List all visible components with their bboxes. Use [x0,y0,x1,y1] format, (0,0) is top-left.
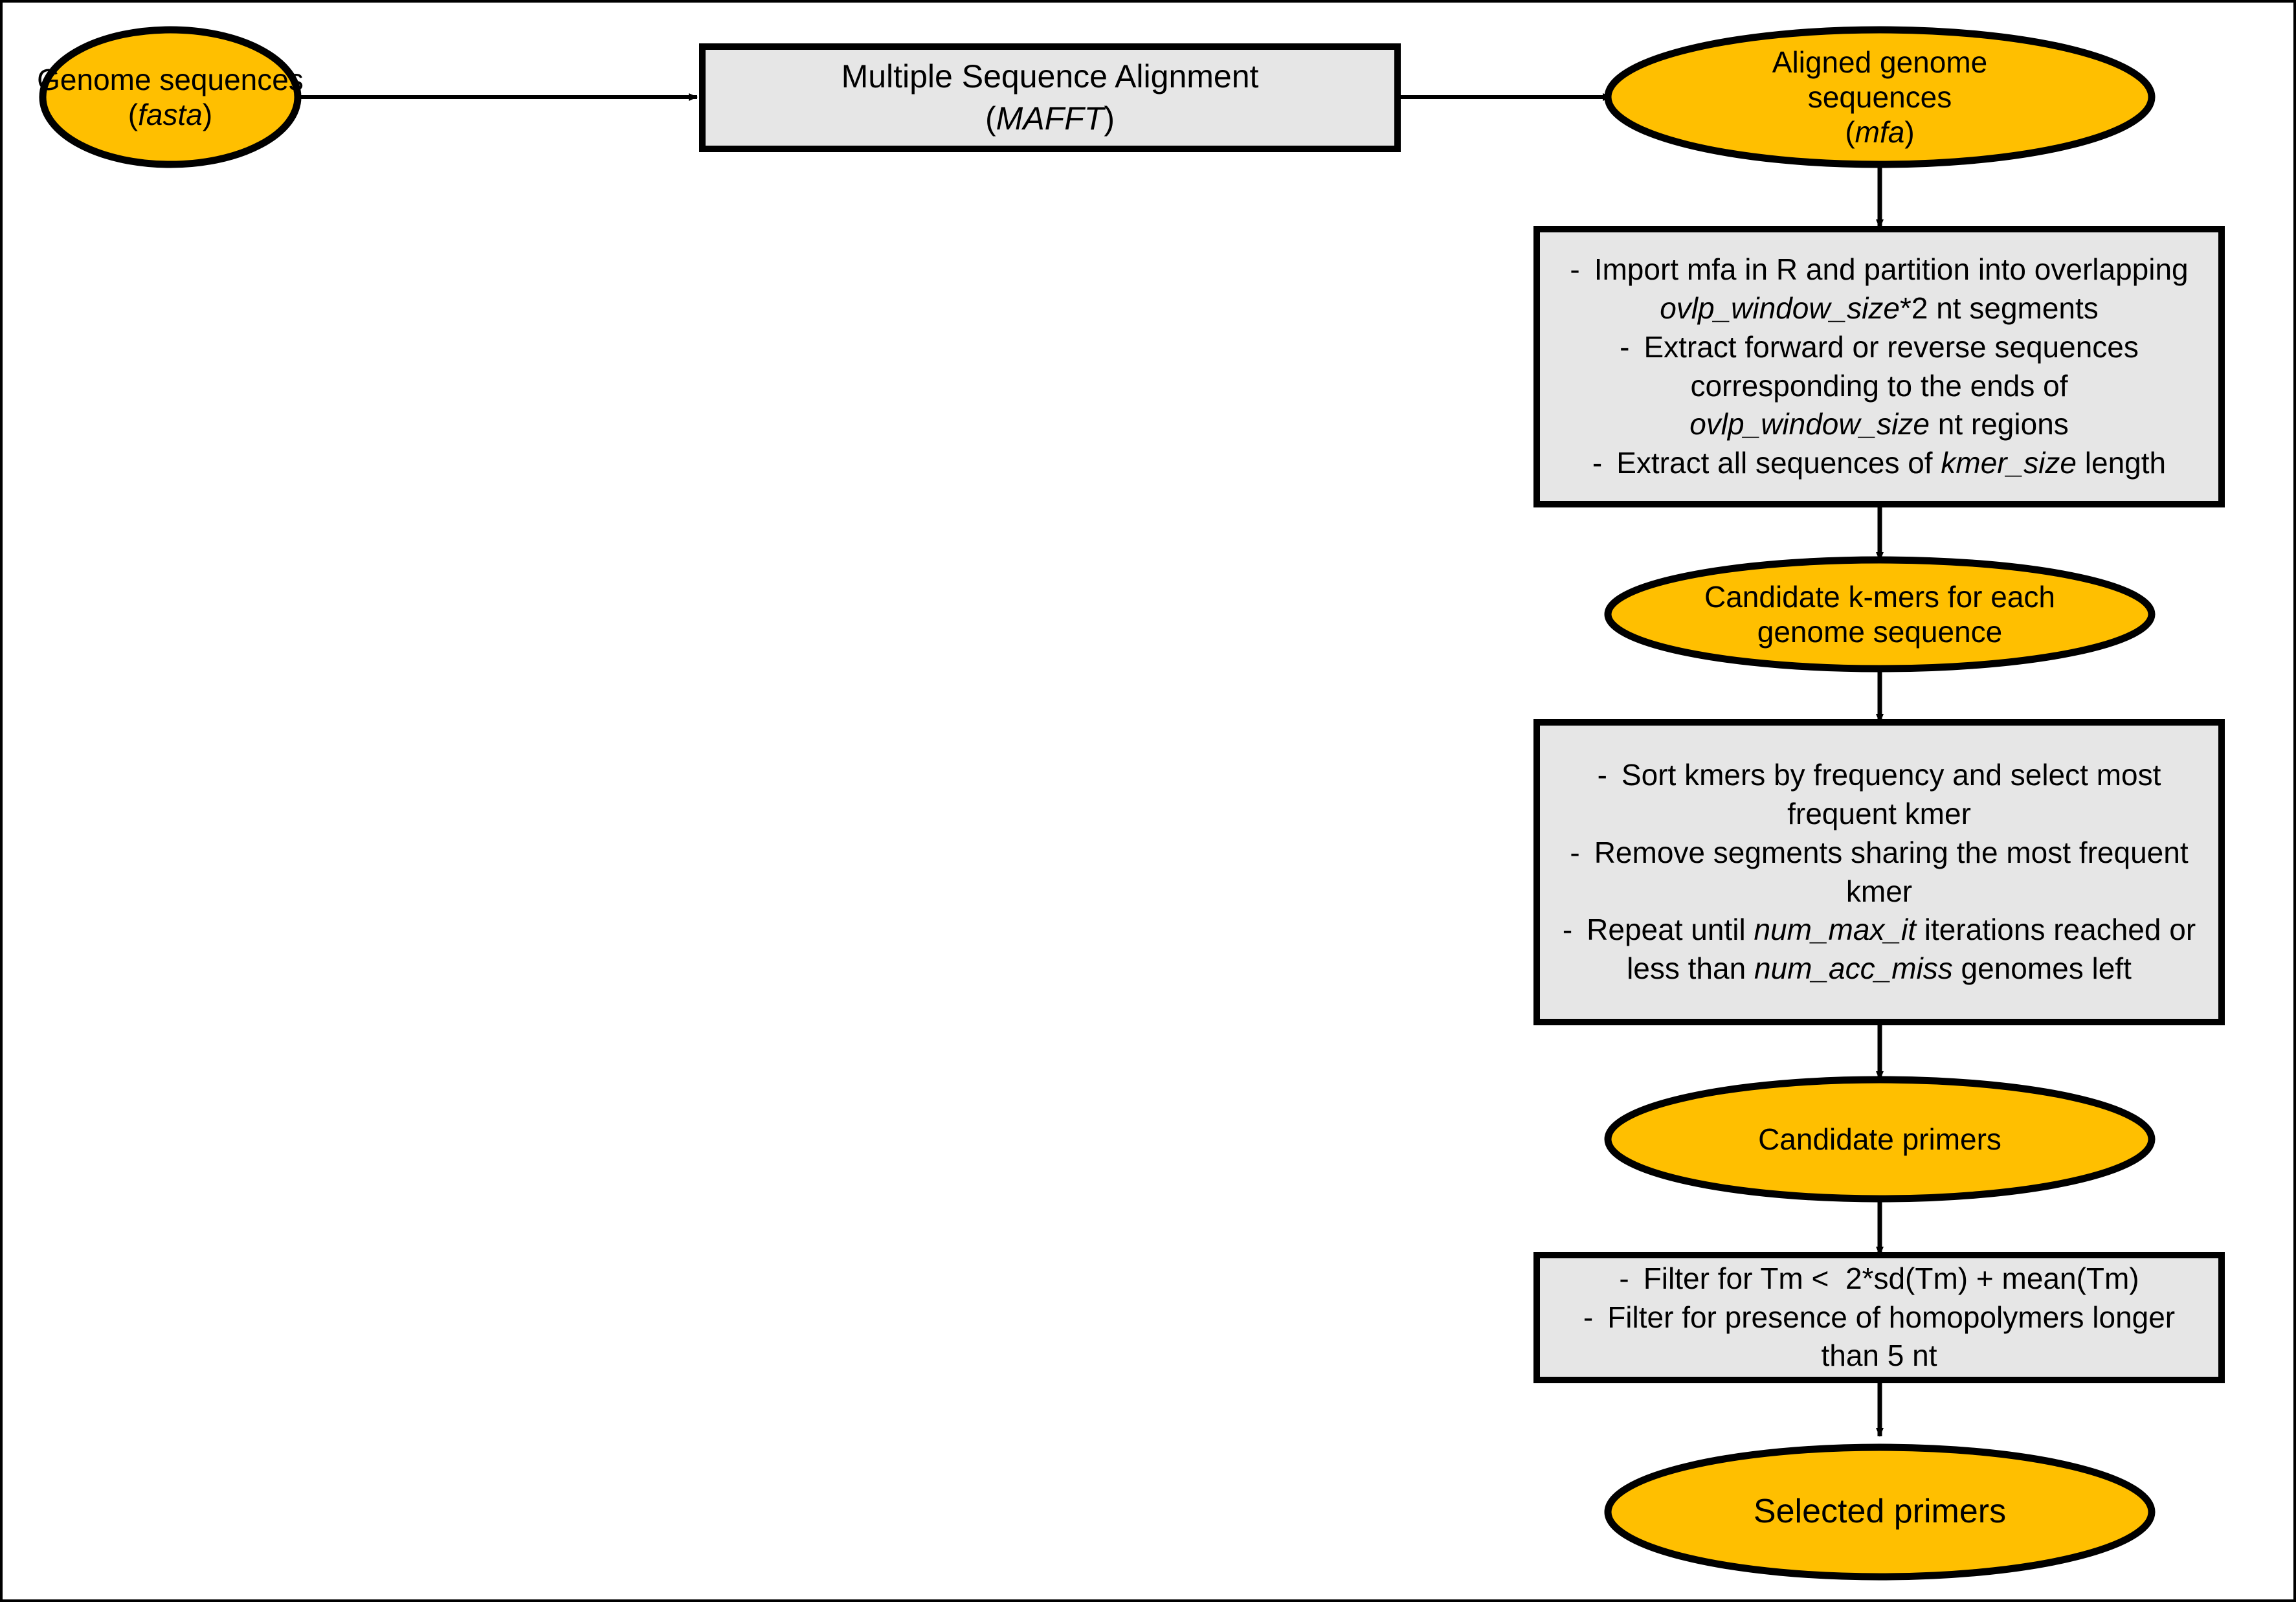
node-candidate-kmers [1604,556,2156,673]
node-sort-remove-repeat [1533,719,2225,1025]
node-aligned-genome-sequences [1604,26,2156,168]
node-multiple-sequence-alignment [699,43,1401,152]
node-filter-tm-homopolymers [1533,1252,2225,1383]
node-import-partition-extract [1533,226,2225,507]
flowchart-shapes-layer [39,26,2225,1581]
node-selected-primers [1604,1443,2156,1581]
node-candidate-primers [1604,1076,2156,1203]
node-genome-sequences [39,26,302,168]
